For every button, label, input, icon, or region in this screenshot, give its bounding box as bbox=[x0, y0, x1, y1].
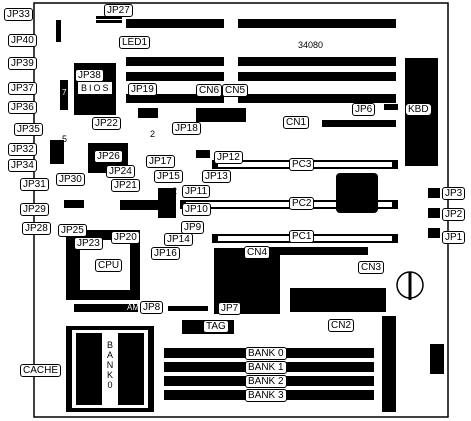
label-cn5: CN5 bbox=[222, 84, 249, 97]
label-jp1: JP1 bbox=[442, 231, 466, 244]
label-jp10: JP10 bbox=[182, 203, 211, 216]
label-jp22: JP22 bbox=[92, 117, 121, 130]
label-jp13: JP13 bbox=[202, 170, 231, 183]
label-pc3: PC3 bbox=[289, 158, 315, 171]
label-jp18: JP18 bbox=[172, 122, 201, 135]
label-jp23: JP23 bbox=[74, 237, 103, 250]
label-jp37: JP37 bbox=[8, 82, 37, 95]
label-jp39: JP39 bbox=[8, 57, 37, 70]
label-jp28: JP28 bbox=[22, 222, 51, 235]
label-cn2: CN2 bbox=[328, 319, 355, 332]
label-jp29: JP29 bbox=[20, 203, 49, 216]
label-bank2: BANK 2 bbox=[245, 375, 287, 388]
label-jp33: JP33 bbox=[4, 8, 33, 21]
label-jp8: JP8 bbox=[140, 301, 164, 314]
jp27-header bbox=[96, 16, 122, 23]
label-jp35: JP35 bbox=[14, 123, 43, 136]
bios-text: BIOS bbox=[81, 83, 111, 93]
label-jp9: JP9 bbox=[181, 221, 205, 234]
label-kbd: KBD bbox=[406, 104, 431, 115]
label-tag: TAG bbox=[203, 320, 229, 333]
small-headers bbox=[50, 20, 440, 311]
label-bank3: BANK 3 bbox=[245, 389, 287, 402]
label-pc1: PC1 bbox=[289, 230, 315, 243]
num-2b: 2 bbox=[172, 186, 178, 196]
label-jp31: JP31 bbox=[20, 178, 49, 191]
label-jp19: JP19 bbox=[128, 83, 157, 96]
num-5: 5 bbox=[62, 134, 68, 144]
label-cpu: CPU bbox=[95, 259, 123, 272]
label-cn1: CN1 bbox=[283, 116, 310, 129]
label-jp15: JP15 bbox=[154, 170, 183, 183]
label-jp16: JP16 bbox=[151, 247, 180, 260]
num-2a: 2 bbox=[150, 129, 156, 139]
label-cn6: CN6 bbox=[196, 84, 223, 97]
cn1-connector bbox=[322, 120, 396, 127]
label-jp36: JP36 bbox=[8, 101, 37, 114]
label-cache: CACHE bbox=[20, 364, 62, 377]
label-jp14: JP14 bbox=[164, 233, 193, 246]
label-jp11: JP11 bbox=[182, 185, 211, 198]
chipset-right bbox=[336, 173, 378, 213]
label-jp2: JP2 bbox=[442, 208, 466, 221]
label-bank0: BANK 0 bbox=[245, 347, 287, 360]
label-jp30: JP30 bbox=[56, 173, 85, 186]
bios-label-area bbox=[78, 82, 112, 94]
cn5-cn6-connector bbox=[196, 108, 246, 122]
label-jp40: JP40 bbox=[8, 34, 37, 47]
label-jp26: JP26 bbox=[94, 150, 123, 163]
label-jp20: JP20 bbox=[111, 231, 140, 244]
label-jp6: JP6 bbox=[352, 103, 376, 116]
label-jp32: JP32 bbox=[8, 143, 37, 156]
cn2-cn3-connector bbox=[290, 288, 386, 312]
board-id-text: 34080 bbox=[298, 40, 324, 50]
label-jp38: JP38 bbox=[75, 69, 104, 82]
label-pc2: PC2 bbox=[289, 197, 315, 210]
label-jp27: JP27 bbox=[104, 4, 133, 17]
isa-slots-top bbox=[126, 19, 396, 103]
label-jp24: JP24 bbox=[106, 165, 135, 178]
label-jp34: JP34 bbox=[8, 159, 37, 172]
cache-bank-vertical-text: BANK0 bbox=[105, 340, 115, 390]
label-jp3: JP3 bbox=[442, 187, 466, 200]
label-led1: LED1 bbox=[119, 36, 151, 49]
label-jp12: JP12 bbox=[214, 151, 243, 164]
back-panel-connector bbox=[430, 344, 444, 374]
label-cn3: CN3 bbox=[358, 261, 385, 274]
right-vertical-slot bbox=[382, 316, 396, 412]
label-jp7: JP7 bbox=[218, 302, 242, 315]
am-text: AM bbox=[127, 303, 139, 312]
label-jp25: JP25 bbox=[58, 224, 87, 237]
label-bank1: BANK 1 bbox=[245, 361, 287, 374]
label-jp17: JP17 bbox=[146, 155, 175, 168]
am-bar bbox=[74, 304, 138, 312]
label-cn4: CN4 bbox=[244, 246, 271, 259]
num-7: 7 bbox=[62, 88, 67, 97]
label-jp21: JP21 bbox=[111, 179, 140, 192]
cn4-connector bbox=[268, 247, 368, 255]
